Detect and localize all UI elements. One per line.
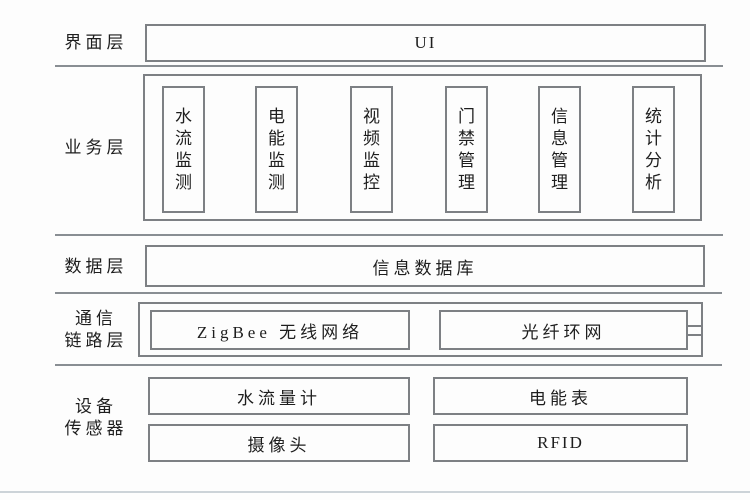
label-business-layer: 业务层 <box>64 138 128 157</box>
box-optical-fiber-ring-network: 光纤环网 <box>439 310 688 350</box>
box-information-management-label: 信息管理 <box>551 106 568 192</box>
box-statistical-analysis: 统计分析 <box>632 86 675 213</box>
box-camera: 摄像头 <box>148 424 410 462</box>
box-video-surveillance-label: 视频监控 <box>363 106 380 192</box>
box-water-flow-monitoring: 水流监测 <box>162 86 205 213</box>
fiber-network-connector-tab <box>686 325 703 336</box>
box-electric-energy-monitoring: 电能监测 <box>255 86 298 213</box>
box-electric-energy-meter: 电能表 <box>433 377 688 415</box>
box-electric-energy-monitoring-label: 电能监测 <box>268 106 285 192</box>
separator-4 <box>55 364 722 366</box>
box-video-surveillance: 视频监控 <box>350 86 393 213</box>
box-water-flow-monitoring-label: 水流监测 <box>175 106 192 192</box>
box-information-management: 信息管理 <box>538 86 581 213</box>
label-device-layer: 设备 传感器 <box>50 396 142 440</box>
box-ui: UI <box>145 24 706 62</box>
box-access-control-management-label: 门禁管理 <box>458 106 475 192</box>
label-device-line2: 传感器 <box>64 419 128 438</box>
box-statistical-analysis-label: 统计分析 <box>645 106 662 192</box>
label-interface-layer: 界面层 <box>64 33 128 52</box>
separator-3 <box>55 292 722 294</box>
label-communication-layer: 通信 链路层 <box>50 308 142 352</box>
box-zigbee-wireless-network: ZigBee 无线网络 <box>150 310 410 350</box>
separator-2 <box>55 234 723 236</box>
page-bottom-edge <box>0 491 750 493</box>
box-water-flow-meter: 水流量计 <box>148 377 410 415</box>
business-layer-container <box>143 74 702 221</box>
label-data-layer: 数据层 <box>64 257 128 276</box>
box-rfid: RFID <box>433 424 688 462</box>
label-communication-line2: 链路层 <box>64 331 128 350</box>
label-communication-line1: 通信 <box>75 309 117 328</box>
label-device-line1: 设备 <box>75 397 117 416</box>
box-information-database: 信息数据库 <box>145 245 705 287</box>
box-access-control-management: 门禁管理 <box>445 86 488 213</box>
separator-1 <box>55 65 723 67</box>
